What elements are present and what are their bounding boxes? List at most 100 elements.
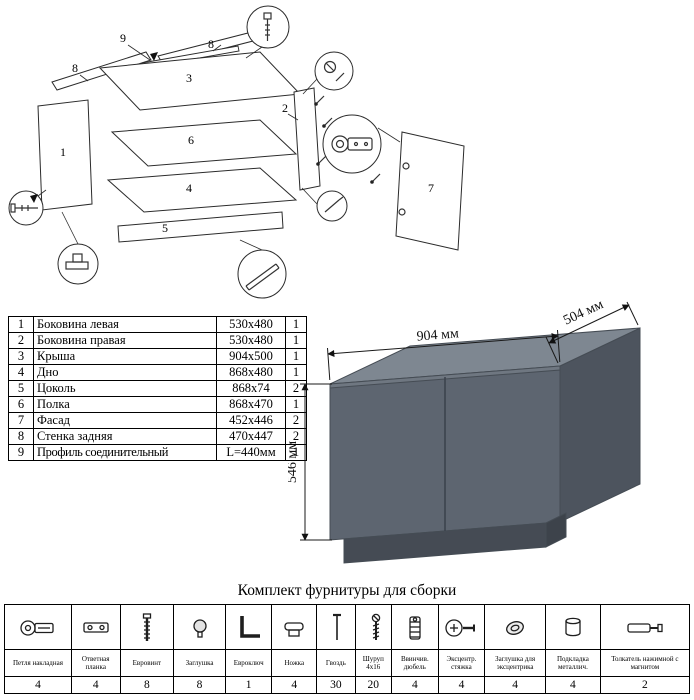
- parts-table: 1 Боковина левая 530x480 1 2 Боковина пр…: [8, 316, 307, 461]
- part-qty: 1: [285, 332, 307, 349]
- cap-icon: [192, 619, 207, 638]
- height-dimension: 546 мм: [288, 383, 332, 541]
- hardware-qty: 2: [599, 676, 691, 694]
- part-name: Полка: [33, 396, 217, 413]
- hardware-name: Ввинчив. дюбель: [391, 649, 439, 677]
- part-size: 452x446: [216, 412, 286, 429]
- part-label-6: 6: [188, 133, 194, 147]
- height-dimension-label: 546 мм: [288, 441, 300, 483]
- part-size: 868x74: [216, 380, 286, 397]
- hardware-qty: 4: [545, 676, 601, 694]
- hardware-name: Шуруп 4x16: [354, 649, 393, 677]
- part-name: Стенка задняя: [33, 428, 217, 445]
- hardware-icons-row: [4, 604, 691, 650]
- hardware-qty-row: 4 4 8 8 1 4 30 20 4 4 4 4 2: [4, 676, 691, 694]
- hardware-name: Толкатель нажимной с магнитом: [599, 649, 691, 677]
- cabinet-panels: [37, 32, 465, 251]
- table-row: 8 Стенка задняя 470x447 2: [8, 428, 307, 445]
- hardware-qty: 1: [224, 676, 273, 694]
- table-row: 4 Дно 868x480 1: [8, 364, 307, 381]
- part-label-4: 4: [186, 181, 192, 195]
- cam-cap-icon: [506, 621, 525, 635]
- part-number: 5: [8, 380, 34, 397]
- part-name: Боковина правая: [33, 332, 217, 349]
- part-size: 868x470: [216, 396, 286, 413]
- part-label-2: 2: [282, 101, 288, 115]
- callout-hinge: [322, 114, 382, 174]
- part-number: 9: [8, 444, 34, 461]
- hardware-kit-section: Комплект фурнитуры для сборки: [4, 582, 691, 694]
- hardware-name: Эксцентр. стяжка: [437, 649, 486, 677]
- table-row: 6 Полка 868x470 1: [8, 396, 307, 413]
- part-number: 1: [8, 316, 34, 333]
- part-name: Фасад: [33, 412, 217, 429]
- assembly-arrow-icons: [30, 52, 158, 203]
- width-dimension: 904 мм: [327, 326, 561, 381]
- hardware-name: Евровинт: [119, 649, 175, 677]
- hardware-qty: 4: [271, 676, 318, 694]
- part-label-5: 5: [162, 221, 168, 235]
- hardware-qty: 4: [484, 676, 547, 694]
- part-name: Крыша: [33, 348, 217, 365]
- part-label-8b: 8: [208, 37, 214, 51]
- part-name: Профиль соединительный: [33, 444, 217, 461]
- part-size: 530x480: [216, 316, 286, 333]
- table-row: 9 Профиль соединительный L=440мм 1: [8, 444, 307, 461]
- hinge-cup-hole: [402, 162, 410, 170]
- width-dimension-label: 904 мм: [416, 326, 459, 344]
- part-number: 2: [8, 332, 34, 349]
- part-number-labels: 1 2 3 4 5 6 7 8 8 9: [60, 31, 434, 235]
- hardware-names-row: Петля накладная Ответная планка Евровинт…: [4, 649, 691, 677]
- part-number: 3: [8, 348, 34, 365]
- table-row: 7 Фасад 452x446 2: [8, 412, 307, 429]
- hardware-name: Заглушка: [173, 649, 226, 677]
- hardware-qty: 4: [4, 676, 72, 694]
- part-name: Боковина левая: [33, 316, 217, 333]
- part-label-1: 1: [60, 145, 66, 159]
- bottom-panel: [106, 167, 298, 213]
- screw-icon: [371, 613, 380, 640]
- part-label-9: 9: [120, 31, 126, 45]
- hardware-name: Петля накладная: [4, 649, 72, 677]
- part-name: Цоколь: [33, 380, 217, 397]
- cabinet-render: 904 мм 504 мм 546 мм: [288, 297, 641, 564]
- part-size: 868x480: [216, 364, 286, 381]
- push-latch-icon: [627, 623, 663, 633]
- part-size: 530x480: [216, 332, 286, 349]
- hardware-name: Ножка: [271, 649, 318, 677]
- cam-lock-icon: [445, 619, 476, 637]
- hardware-table: Петля накладная Ответная планка Евровинт…: [4, 604, 691, 694]
- table-row: 5 Цоколь 868x74 2: [8, 380, 307, 397]
- hardware-name: Подкладка металлич.: [545, 649, 601, 677]
- part-size: 470x447: [216, 428, 286, 445]
- shelf-panel: [110, 119, 298, 167]
- part-name: Дно: [33, 364, 217, 381]
- table-row: 2 Боковина правая 530x480 1: [8, 332, 307, 349]
- strike-plate-icon: [83, 622, 109, 633]
- cabinet-body: [329, 327, 641, 564]
- part-size: 904x500: [216, 348, 286, 365]
- hardware-qty: 30: [316, 676, 356, 694]
- hardware-kit-title: Комплект фурнитуры для сборки: [237, 582, 457, 599]
- hardware-qty: 4: [70, 676, 121, 694]
- hinge-cup-hole: [398, 208, 406, 216]
- hardware-qty: 20: [354, 676, 393, 694]
- hinge-icon: [20, 620, 54, 636]
- part-number: 6: [8, 396, 34, 413]
- exploded-assembly-diagram: 1 2 3 4 5 6 7 8 8 9: [8, 5, 465, 299]
- hardware-qty: 4: [391, 676, 439, 694]
- hardware-name: Ответная планка: [70, 649, 121, 677]
- part-label-8a: 8: [72, 61, 78, 75]
- hardware-callouts: [8, 5, 401, 299]
- hardware-qty: 8: [173, 676, 226, 694]
- loose-screw-glyphs: [314, 95, 381, 184]
- part-number: 8: [8, 428, 34, 445]
- part-label-7: 7: [428, 181, 434, 195]
- left-side-panel: [37, 99, 93, 211]
- nail-icon: [333, 613, 342, 640]
- hardware-qty: 4: [437, 676, 486, 694]
- depth-dimension-label: 504 мм: [561, 297, 606, 328]
- hardware-name: Гвоздь: [316, 649, 356, 677]
- part-size: L=440мм: [216, 444, 286, 461]
- part-number: 4: [8, 364, 34, 381]
